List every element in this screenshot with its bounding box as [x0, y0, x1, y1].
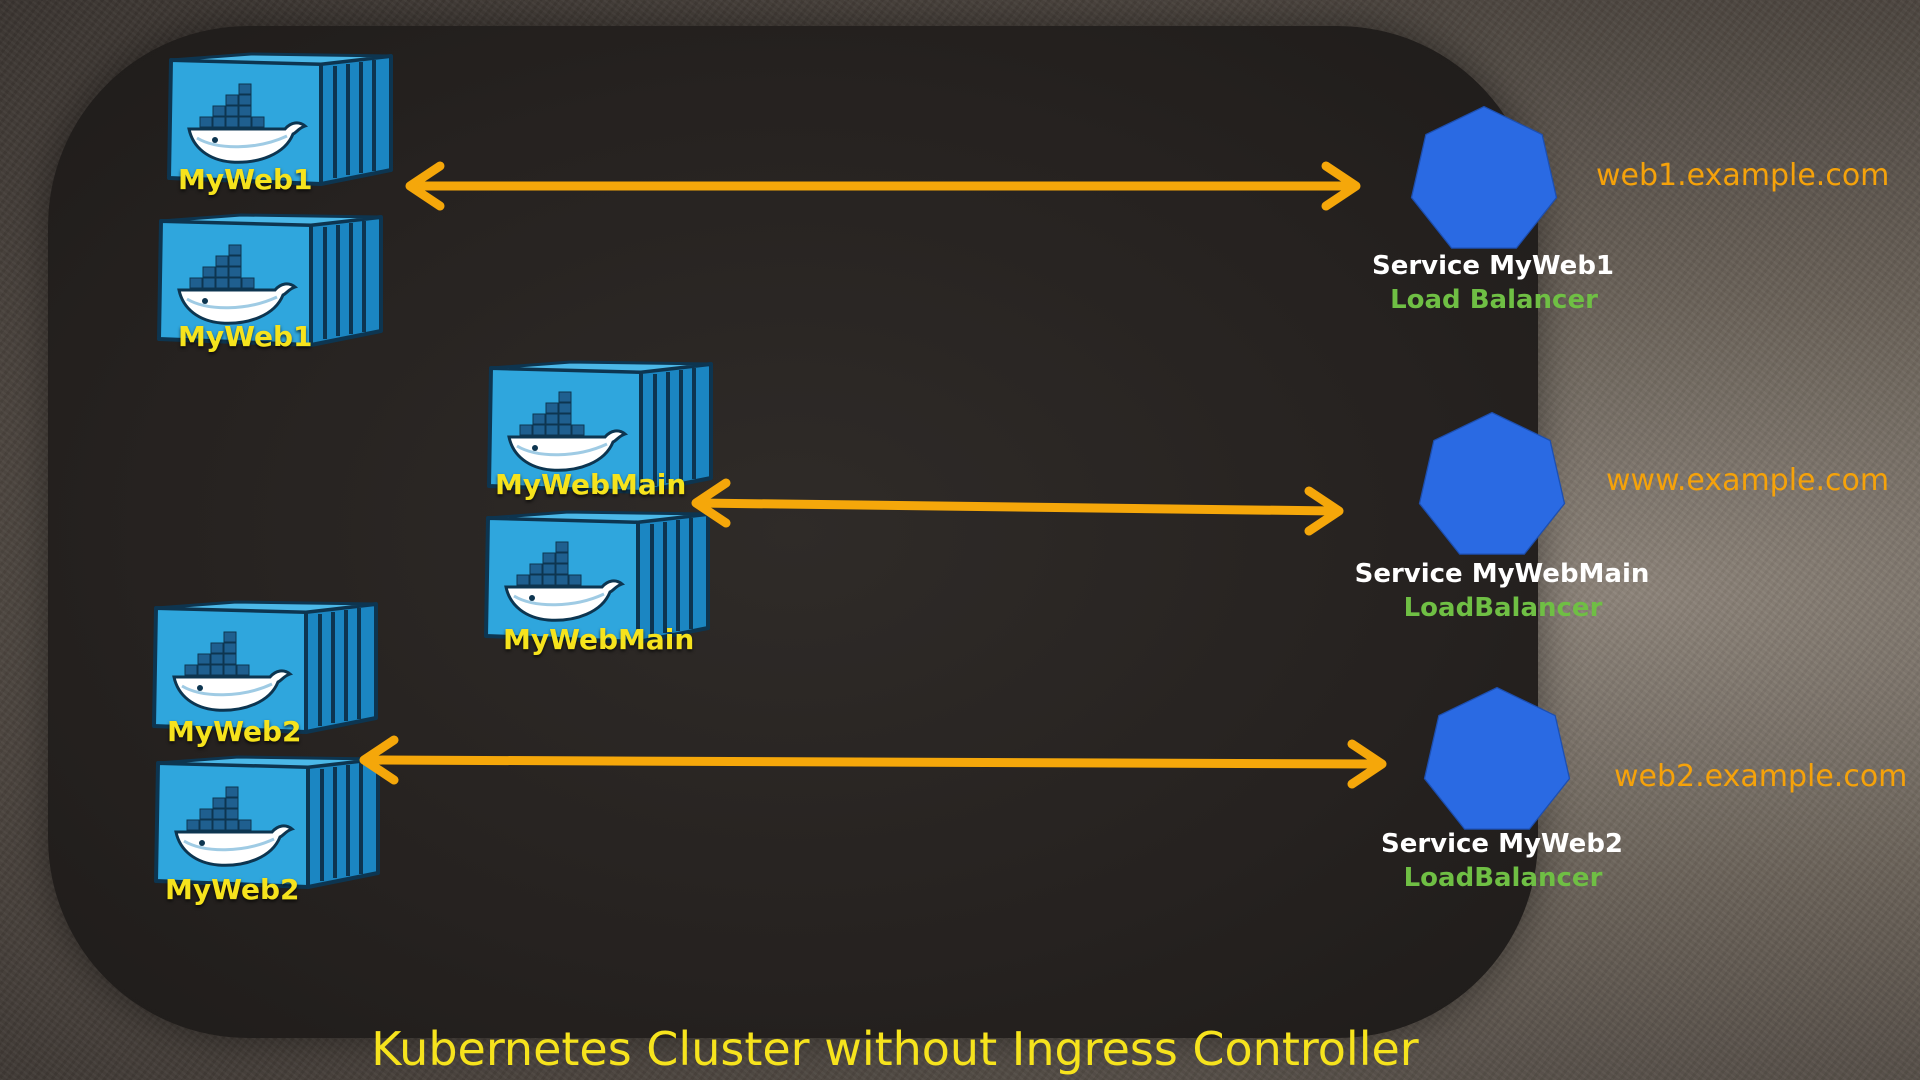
service-icon-myweb1: [1407, 104, 1561, 258]
docker-container-icon: [167, 52, 393, 186]
service-icon-myweb2: [1420, 685, 1574, 839]
pod-myweb1-b: [155, 213, 385, 353]
service-type-mywebmain: LoadBalancer: [1403, 593, 1603, 623]
pod-label-myweb1-b: MyWeb1: [178, 320, 313, 353]
service-type-myweb2: LoadBalancer: [1403, 863, 1603, 893]
pod-label-myweb2-b: MyWeb2: [165, 873, 300, 906]
service-name-myweb1: Service MyWeb1: [1371, 251, 1615, 281]
docker-container-icon: [487, 360, 713, 494]
service-heptagon-icon: [1418, 411, 1566, 555]
service-type-myweb1: Load Balancer: [1390, 285, 1598, 315]
service-name-mywebmain: Service MyWebMain: [1354, 559, 1650, 589]
pod-label-myweb1-a: MyWeb1: [178, 163, 313, 196]
pod-mywebmain-a: [485, 360, 715, 500]
pod-label-mywebmain-a: MyWebMain: [495, 468, 687, 501]
docker-container-icon: [154, 755, 380, 889]
pod-myweb2-a: [150, 600, 380, 740]
domain-www: www.example.com: [1606, 463, 1890, 498]
service-heptagon-icon: [1410, 105, 1558, 249]
pod-myweb1-a: [165, 52, 395, 192]
docker-container-icon: [152, 600, 378, 734]
service-name-myweb2: Service MyWeb2: [1380, 829, 1624, 859]
service-icon-mywebmain: [1415, 410, 1569, 564]
domain-web1: web1.example.com: [1596, 158, 1890, 193]
pod-label-myweb2-a: MyWeb2: [167, 715, 302, 748]
service-heptagon-icon: [1423, 686, 1571, 830]
docker-container-icon: [157, 213, 383, 347]
domain-web2: web2.example.com: [1614, 759, 1908, 794]
pod-label-mywebmain-b: MyWebMain: [503, 623, 695, 656]
diagram-title: Kubernetes Cluster without Ingress Contr…: [371, 1022, 1419, 1076]
pod-myweb2-b: [152, 755, 382, 895]
